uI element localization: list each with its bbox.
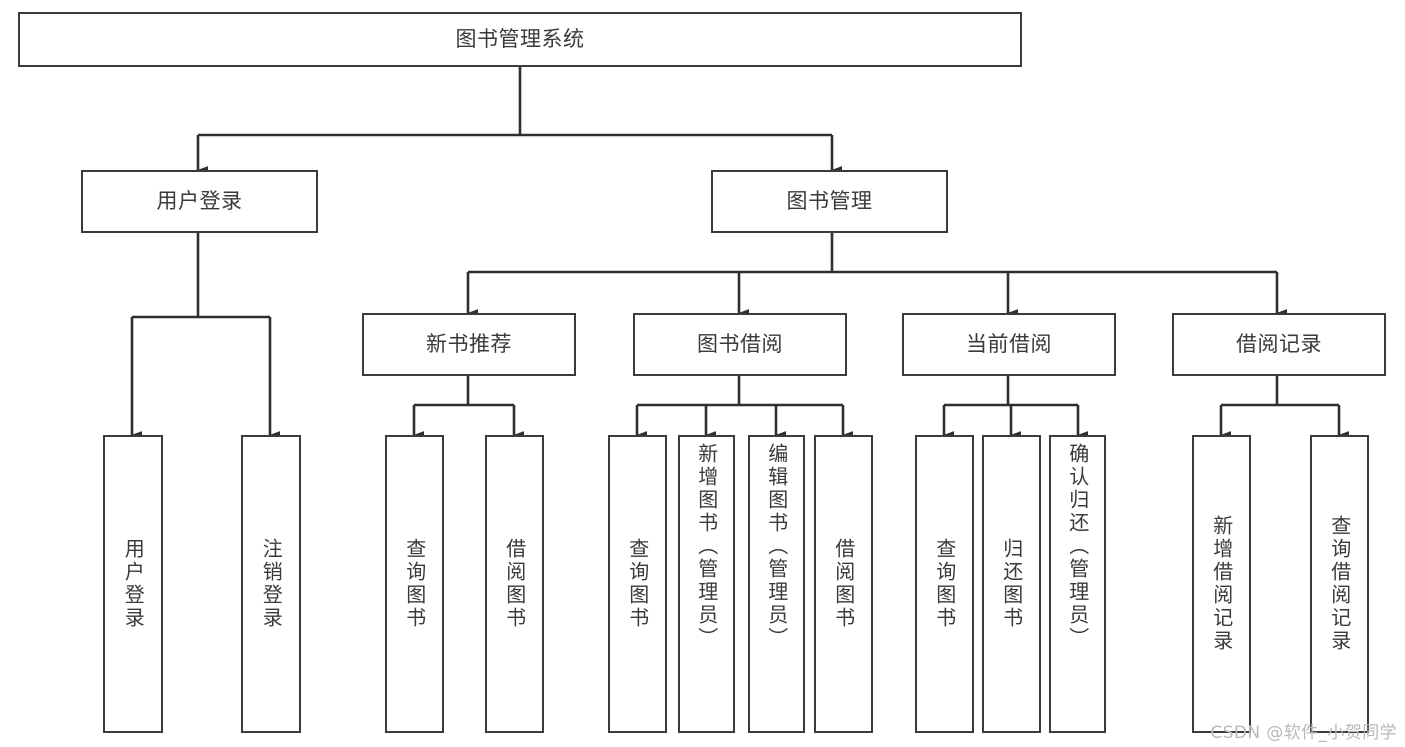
node-leaf-query-book-b-label: 查询图书 <box>625 538 650 630</box>
node-book-manage[interactable]: 图书管理 <box>711 170 948 233</box>
node-leaf-edit-book[interactable]: 编辑图书（管理员） <box>748 435 805 733</box>
node-root-label: 图书管理系统 <box>455 26 585 51</box>
node-current-borrow[interactable]: 当前借阅 <box>902 313 1116 376</box>
node-leaf-query-book-a[interactable]: 查询图书 <box>385 435 444 733</box>
node-new-book-recommend-label: 新书推荐 <box>426 331 512 356</box>
node-root[interactable]: 图书管理系统 <box>18 12 1022 67</box>
node-leaf-borrow-book-b-label: 借阅图书 <box>831 538 856 630</box>
node-leaf-query-book-c[interactable]: 查询图书 <box>915 435 974 733</box>
node-leaf-query-book-b[interactable]: 查询图书 <box>608 435 667 733</box>
node-book-borrow-label: 图书借阅 <box>697 331 783 356</box>
node-user-login-label: 用户登录 <box>156 188 243 213</box>
node-user-login[interactable]: 用户登录 <box>81 170 318 233</box>
node-new-book-recommend[interactable]: 新书推荐 <box>362 313 576 376</box>
node-leaf-add-book-label: 新增图书（管理员） <box>694 443 719 650</box>
node-leaf-edit-book-label: 编辑图书（管理员） <box>764 443 789 650</box>
node-book-borrow[interactable]: 图书借阅 <box>633 313 847 376</box>
node-current-borrow-label: 当前借阅 <box>966 331 1052 356</box>
node-book-manage-label: 图书管理 <box>786 188 873 213</box>
node-leaf-query-book-a-label: 查询图书 <box>402 538 427 630</box>
node-leaf-query-book-c-label: 查询图书 <box>932 538 957 630</box>
csdn-watermark: CSDN @软件_小贺同学 <box>1210 723 1397 743</box>
node-leaf-confirm-return-label: 确认归还（管理员） <box>1065 443 1090 650</box>
node-leaf-borrow-book-a-label: 借阅图书 <box>502 538 527 630</box>
node-leaf-borrow-book-b[interactable]: 借阅图书 <box>814 435 873 733</box>
node-leaf-logout-label: 注销登录 <box>259 538 284 630</box>
node-leaf-user-login[interactable]: 用户登录 <box>103 435 163 733</box>
node-leaf-borrow-book-a[interactable]: 借阅图书 <box>485 435 544 733</box>
node-leaf-query-record[interactable]: 查询借阅记录 <box>1310 435 1369 733</box>
node-leaf-logout[interactable]: 注销登录 <box>241 435 301 733</box>
node-leaf-query-record-label: 查询借阅记录 <box>1327 515 1352 653</box>
node-leaf-user-login-label: 用户登录 <box>121 538 146 630</box>
node-leaf-add-record-label: 新增借阅记录 <box>1209 515 1234 653</box>
node-borrow-record-label: 借阅记录 <box>1236 331 1322 356</box>
node-leaf-add-book[interactable]: 新增图书（管理员） <box>678 435 735 733</box>
node-borrow-record[interactable]: 借阅记录 <box>1172 313 1386 376</box>
node-leaf-return-book-label: 归还图书 <box>999 538 1024 630</box>
node-leaf-return-book[interactable]: 归还图书 <box>982 435 1041 733</box>
node-leaf-confirm-return[interactable]: 确认归还（管理员） <box>1049 435 1106 733</box>
node-leaf-add-record[interactable]: 新增借阅记录 <box>1192 435 1251 733</box>
